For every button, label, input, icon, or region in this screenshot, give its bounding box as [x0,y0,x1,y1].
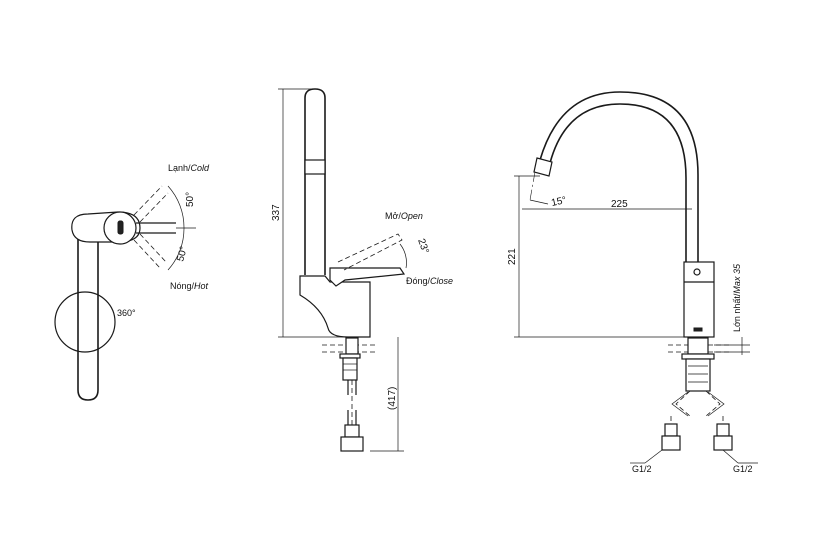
top-view-handle-slot [117,220,124,235]
spout-angle-label: 15° [550,195,567,209]
front-view-nut [685,358,711,392]
rotation-label: 360° [117,308,136,318]
open-label: Mở/Open [385,211,423,221]
spout-reach-label: 225 [611,199,628,210]
lever-angle-label: 23° [415,237,431,255]
top-view-lever-hot [133,233,167,269]
side-view-lever [329,267,406,287]
side-view-hose-nut [340,436,364,452]
height-total-label: 337 [271,204,282,221]
spout-height-label: 221 [507,248,518,265]
top-view-base-circle [54,291,116,353]
front-view-shank [687,337,709,355]
side-view-lever-open [337,233,403,271]
top-view-lever [136,222,176,234]
side-view: 337 23° Mở/Open Đóng/Close ( [271,88,453,452]
cold-label: Lạnh/Cold [168,163,210,173]
front-view-connector-left [664,423,678,437]
hose-length-label: (417) [387,387,398,410]
angle-hot-label: 50° [175,245,190,262]
top-view-lever-cold [133,185,169,223]
top-view: Lạnh/Cold 50° 50° Nóng/Hot 360° [54,163,210,401]
angle-cold-label: 50° [185,192,196,207]
close-label: Đóng/Close [406,276,453,286]
hot-label: Nóng/Hot [170,281,209,291]
front-view: 15° 225 221 Lớn nhất/Max 35 [507,91,758,474]
front-view-spout-arch [539,91,699,262]
side-view-aerator [304,159,326,175]
thread-right-label: G1/2 [733,464,753,474]
side-view-shank [345,337,359,355]
side-view-body [299,275,371,338]
thread-left-label: G1/2 [632,464,652,474]
max-thickness-label: Lớn nhất/Max 35 [732,263,742,332]
side-view-spout [304,88,326,275]
front-view-connector-right [716,423,730,437]
side-view-nut [342,357,358,381]
top-view-spout-arm [77,232,99,401]
front-view-spout-tip [533,157,553,177]
side-view-hose-connector [344,424,360,438]
